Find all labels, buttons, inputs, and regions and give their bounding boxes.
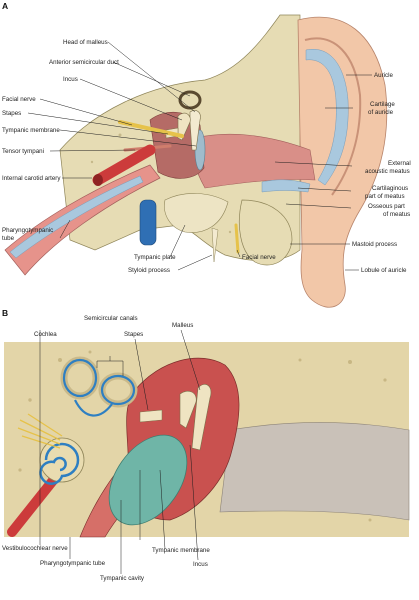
label-stapes-b: Stapes: [124, 331, 143, 338]
tympanic-plate: [164, 193, 229, 233]
malleus-b: [191, 384, 212, 451]
label-tympanic-cavity: Tympanic cavity: [100, 575, 145, 582]
label-cartilaginous-part-line2: part of meatus: [365, 193, 405, 200]
label-tensor-tympani: Tensor tympani: [2, 148, 44, 155]
label-osseous-part-line2: of meatus: [383, 211, 410, 218]
carotid-lumen: [93, 174, 103, 186]
label-vestibulocochlear-nerve: Vestibulocochlear nerve: [2, 545, 68, 552]
label-auricle: Auricle: [374, 72, 393, 79]
label-internal-carotid-artery: Internal carotid artery: [2, 175, 61, 182]
label-styloid-process: Styloid process: [128, 267, 170, 274]
panel-b-labels: Cochlea Semicircular canals Stapes Malle…: [2, 315, 210, 582]
label-incus-b: Incus: [193, 561, 208, 568]
label-mastoid-process: Mastoid process: [352, 241, 397, 248]
panel-b-leaders: [39, 329, 201, 574]
cochlea-spiral: [39, 442, 80, 485]
panel-a-leaders: [27, 41, 372, 271]
label-incus: Incus: [63, 76, 78, 83]
panel-a-labels: Head of malleus Anterior semicircular du…: [2, 39, 411, 274]
panel-b-illustration: [4, 342, 410, 538]
facial-nerve-lower: [234, 223, 240, 254]
label-tympanic-membrane-b: Tympanic membrane: [152, 547, 210, 554]
panel-a-illustration: [4, 14, 388, 308]
panel-a-letter: A: [2, 1, 8, 11]
label-external-acoustic-meatus-line1: External: [388, 160, 411, 167]
label-lobule-of-auricle: Lobule of auricle: [361, 267, 407, 274]
label-cartilaginous-part-line1: Cartilaginous: [372, 185, 408, 192]
tympanic-membrane-b: [108, 434, 188, 526]
label-head-of-malleus: Head of malleus: [63, 39, 108, 46]
malleus: [189, 110, 201, 151]
internal-jugular-vein: [139, 199, 157, 246]
label-tympanic-membrane: Tympanic membrane: [2, 127, 60, 134]
meatus-cartilage: [261, 179, 311, 193]
panel-b-bone-texture: [18, 350, 397, 522]
label-malleus: Malleus: [172, 322, 193, 329]
mastoid-process: [239, 199, 293, 266]
label-cartilage-of-auricle-line2: of auricle: [368, 109, 394, 116]
external-canal: [219, 422, 410, 521]
label-tympanic-plate: Tympanic plate: [134, 254, 176, 261]
auricle-outline: [297, 16, 388, 308]
label-stapes: Stapes: [2, 110, 21, 117]
tube-cartilage: [9, 175, 144, 259]
carotid-b: [7, 473, 60, 537]
label-external-acoustic-meatus-line2: acoustic meatus: [365, 168, 410, 175]
label-pharyngotympanic-tube-line2: tube: [2, 235, 15, 242]
label-facial-nerve-lower: Facial nerve: [242, 254, 276, 261]
label-cochlea: Cochlea: [34, 331, 57, 338]
auricle-fold: [304, 37, 362, 196]
label-osseous-part-line1: Osseous part: [368, 203, 405, 210]
stapes-b: [139, 409, 163, 423]
label-facial-nerve-upper: Facial nerve: [2, 96, 36, 103]
label-cartilage-of-auricle-line1: Cartilage: [370, 101, 395, 108]
internal-carotid-artery: [92, 144, 156, 186]
incus-b: [179, 390, 197, 429]
label-semicircular-canals: Semicircular canals: [84, 315, 138, 322]
semicircular-ducts-b: [62, 358, 136, 417]
auricle-cartilage: [305, 48, 349, 186]
styloid-process: [211, 227, 219, 263]
label-anterior-semicircular-duct: Anterior semicircular duct: [49, 59, 119, 66]
panel-b-letter: B: [2, 308, 8, 318]
label-pharyngotympanic-tube-b: Pharyngotympanic tube: [40, 560, 106, 567]
label-pharyngotympanic-tube-line1: Pharyngotympanic: [2, 227, 53, 234]
